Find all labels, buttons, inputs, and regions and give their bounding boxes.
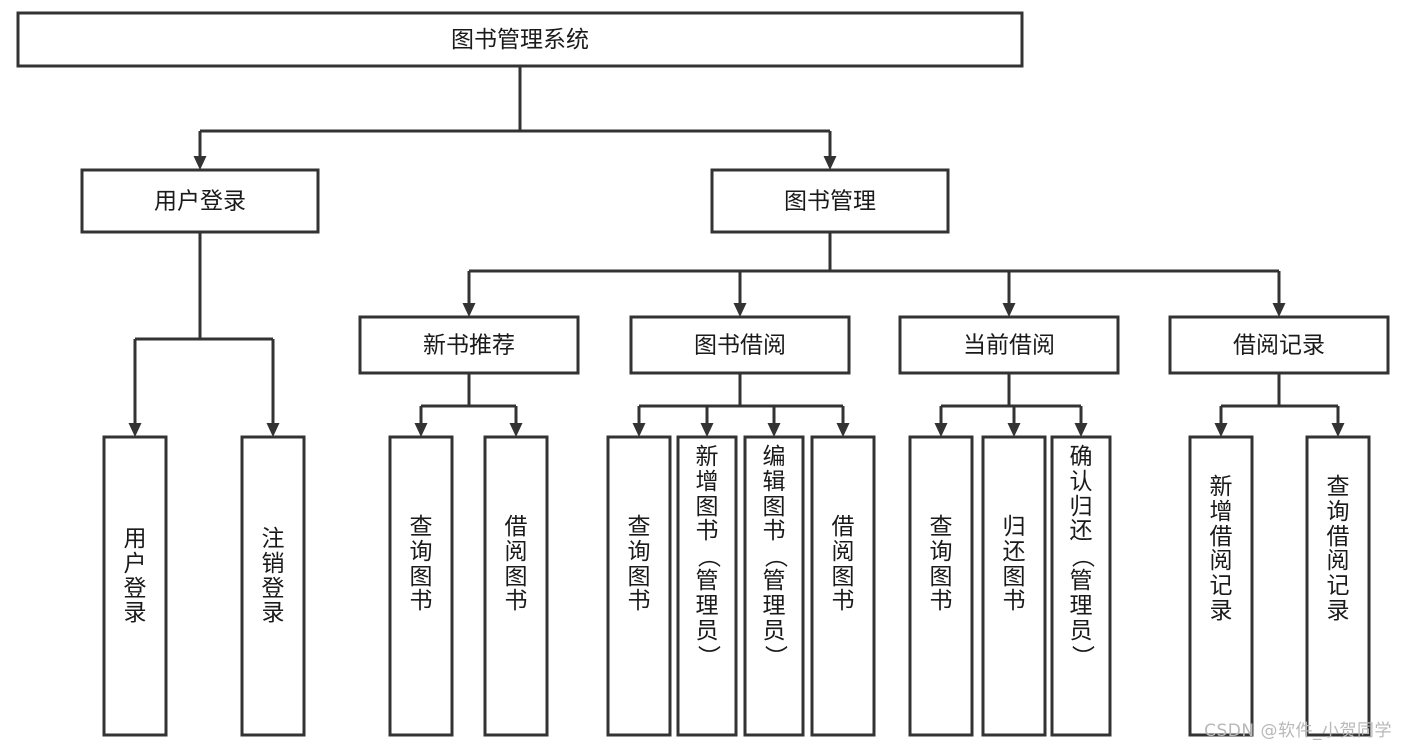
node-label: 借阅记录 bbox=[1233, 333, 1325, 359]
arrow-head-icon bbox=[733, 303, 747, 317]
node-leaf-borrow-book-1[interactable] bbox=[483, 435, 549, 737]
node-leaf-query-record[interactable] bbox=[1305, 435, 1371, 737]
node-book-borrow[interactable] bbox=[629, 315, 851, 375]
arrow-head-icon bbox=[632, 423, 646, 437]
arrow-head-icon bbox=[462, 303, 476, 317]
node-leaf-add-book[interactable] bbox=[676, 435, 738, 737]
node-leaf-query-book-2[interactable] bbox=[606, 435, 672, 737]
node-label: 图书借阅 bbox=[694, 333, 786, 359]
arrow-head-icon bbox=[509, 423, 523, 437]
node-leaf-add-record[interactable] bbox=[1188, 435, 1254, 737]
node-current-borrow[interactable] bbox=[898, 315, 1120, 375]
arrow-head-icon bbox=[1214, 423, 1228, 437]
node-leaf-query-book-3[interactable] bbox=[908, 435, 974, 737]
arrow-head-icon bbox=[1002, 303, 1016, 317]
node-leaf-user-login[interactable] bbox=[102, 435, 168, 737]
node-leaf-borrow-book-2[interactable] bbox=[810, 435, 876, 737]
node-book-manage[interactable] bbox=[710, 168, 950, 234]
node-new-book-recommend[interactable] bbox=[358, 315, 580, 375]
arrow-head-icon bbox=[1007, 423, 1021, 437]
arrow-head-icon bbox=[767, 423, 781, 437]
node-leaf-user-logout[interactable] bbox=[240, 435, 306, 737]
node-label: 用户登录 bbox=[154, 189, 246, 215]
arrow-head-icon bbox=[1331, 423, 1345, 437]
node-leaf-confirm-return[interactable] bbox=[1050, 435, 1112, 737]
node-leaf-query-book-1[interactable] bbox=[388, 435, 454, 737]
node-user-login[interactable] bbox=[80, 168, 320, 234]
arrow-head-icon bbox=[823, 156, 837, 170]
node-label: 当前借阅 bbox=[963, 333, 1055, 359]
arrow-head-icon bbox=[934, 423, 948, 437]
arrow-head-icon bbox=[193, 156, 207, 170]
arrow-head-icon bbox=[128, 423, 142, 437]
node-label: 新书推荐 bbox=[423, 333, 515, 359]
node-label: 图书管理 bbox=[784, 189, 876, 215]
arrow-head-icon bbox=[836, 423, 850, 437]
node-borrow-record[interactable] bbox=[1168, 315, 1390, 375]
node-label: 图书管理系统 bbox=[451, 27, 589, 53]
node-leaf-return-book[interactable] bbox=[981, 435, 1047, 737]
node-root-图书管理系统[interactable] bbox=[16, 11, 1024, 68]
arrow-head-icon bbox=[414, 423, 428, 437]
connectors-layer bbox=[128, 66, 1345, 437]
arrow-head-icon bbox=[1272, 303, 1286, 317]
node-leaf-edit-book[interactable] bbox=[743, 435, 805, 737]
arrow-head-icon bbox=[1074, 423, 1088, 437]
arrow-head-icon bbox=[266, 423, 280, 437]
arrow-head-icon bbox=[700, 423, 714, 437]
